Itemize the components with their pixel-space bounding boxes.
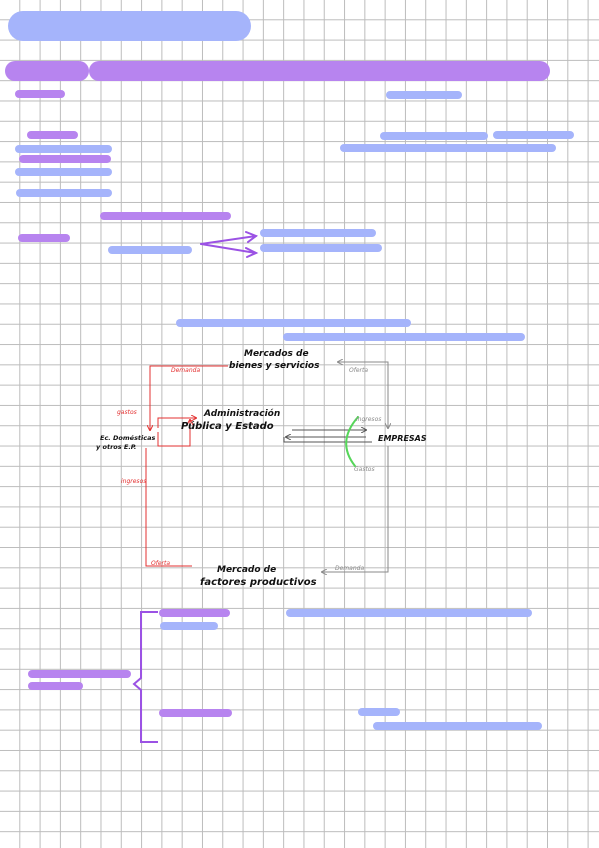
- redacted-text-line: [493, 131, 574, 139]
- grey-flow-lines: [322, 362, 388, 572]
- redacted-text-line: [28, 670, 131, 678]
- redacted-text-line: [358, 708, 400, 716]
- node-administracion-line2: Pública y Estado: [181, 420, 274, 432]
- redacted-text-line: [283, 333, 525, 341]
- redacted-text-line: [19, 155, 111, 163]
- redacted-text-line: [160, 622, 218, 630]
- redacted-text-line: [16, 189, 112, 197]
- heading-highlight-left: [5, 61, 89, 81]
- redacted-text-line: [380, 132, 488, 140]
- redacted-text-line: [159, 709, 232, 717]
- label-demanda-top: Demanda: [171, 367, 200, 374]
- node-mercado-factores-line2: factores productivos: [200, 577, 317, 588]
- redacted-text-line: [159, 609, 230, 617]
- redacted-text-line: [15, 90, 65, 98]
- red-flow-lines: [145, 365, 228, 567]
- purple-bracket: [132, 611, 158, 743]
- redacted-text-line: [373, 722, 542, 730]
- redacted-text-line: [340, 144, 556, 152]
- redacted-text-line: [100, 212, 231, 220]
- state-firm-arrows: [283, 430, 372, 443]
- node-mercado-bienes-line2: bienes y servicios: [229, 361, 320, 371]
- redacted-text-line: [27, 131, 78, 139]
- node-economias-line2: y otros E.P.: [96, 443, 136, 451]
- label-oferta-bottom: Oferta: [151, 560, 170, 567]
- redacted-text-line: [18, 234, 70, 242]
- redacted-text-line: [15, 145, 112, 153]
- purple-split-arrow: [200, 231, 259, 258]
- title-highlight: [8, 11, 251, 41]
- label-oferta-top: Oferta: [349, 367, 368, 374]
- redacted-text-line: [15, 168, 112, 176]
- node-mercado-factores-line1: Mercado de: [217, 565, 276, 575]
- label-gastos-right: Gastos: [354, 466, 375, 473]
- green-arc: [345, 416, 359, 467]
- label-ingresos-left: ingresos: [121, 478, 146, 485]
- heading-highlight-main: [89, 61, 550, 81]
- label-ingresos-right: ingresos: [356, 416, 381, 423]
- redacted-text-line: [286, 609, 532, 617]
- label-gastos-left: gastos: [117, 409, 137, 416]
- redacted-text-line: [28, 682, 83, 690]
- redacted-text-line: [260, 229, 376, 237]
- redacted-text-line: [260, 244, 382, 252]
- node-economias-line1: Ec. Domésticas: [100, 434, 156, 442]
- node-mercado-bienes-line1: Mercados de: [244, 349, 309, 359]
- node-empresas: EMPRESAS: [378, 434, 427, 443]
- redacted-text-line: [176, 319, 411, 327]
- redacted-text-line: [108, 246, 192, 254]
- node-administracion-line1: Administración: [203, 408, 280, 419]
- redacted-text-line: [386, 91, 462, 99]
- label-demanda-bottom: Demanda: [335, 565, 364, 572]
